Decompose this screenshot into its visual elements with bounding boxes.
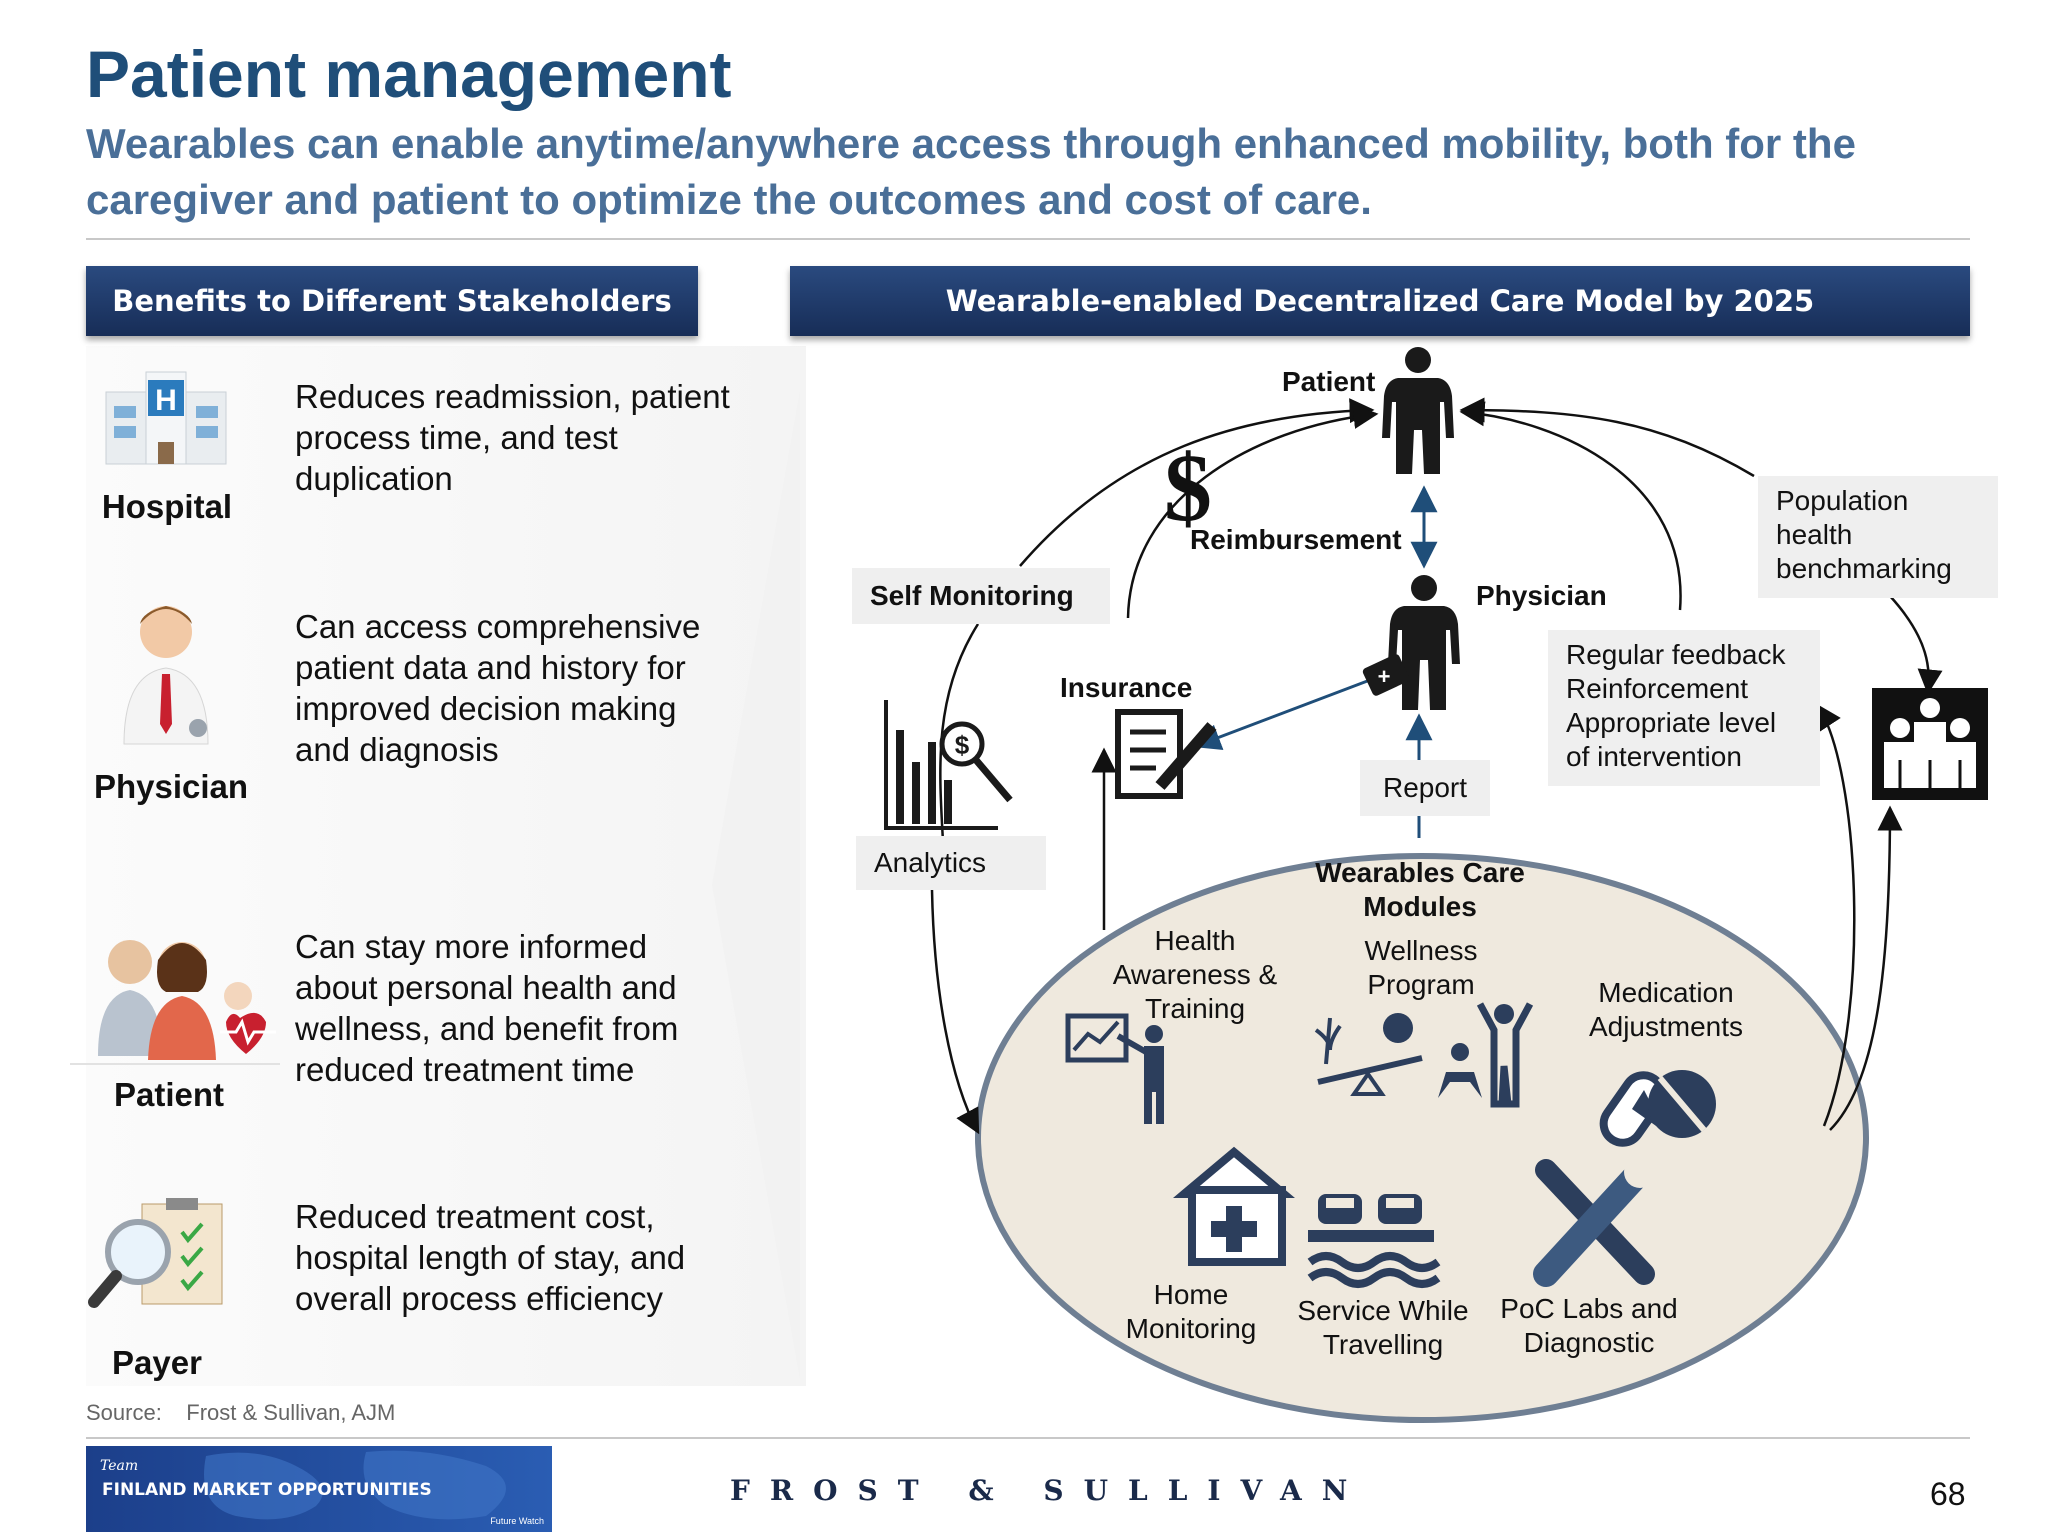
- module-poc-labs: PoC Labs and Diagnostic: [1500, 1293, 1678, 1358]
- physician-figure-icon: +: [1362, 575, 1460, 710]
- patient-figure-icon: [1382, 347, 1454, 474]
- magnifier-checklist-icon: [86, 1196, 226, 1316]
- patient-family-icon: [70, 926, 280, 1066]
- self-monitoring-label: Self Monitoring: [852, 568, 1110, 624]
- wellness-seesaw-icon: [1314, 1002, 1534, 1108]
- banner-subtitle: Future Watch: [490, 1516, 544, 1526]
- module-home-monitoring: Home Monitoring: [1125, 1279, 1257, 1344]
- arrow-insurance-patient: [1126, 404, 1379, 619]
- arrow-feedback-patient: [1459, 401, 1682, 611]
- stakeholder-benefit: Reduced treatment cost, hospital length …: [295, 1198, 686, 1317]
- hospital-icon: H: [96, 362, 236, 482]
- arrow-physician-insurance: [1193, 678, 1371, 751]
- dollar-icon: $: [1164, 434, 1212, 541]
- world-map-graphic: [204, 1450, 506, 1520]
- insurance-document-icon: [1115, 709, 1217, 799]
- arrow-population-group: [1889, 595, 1943, 695]
- insurance-label: Insurance: [1060, 672, 1193, 703]
- feedback-label: Regular feedback Reinforcement Appropria…: [1548, 630, 1820, 786]
- home-monitoring-icon: [1173, 1146, 1295, 1266]
- analytics-label: Analytics: [856, 836, 1046, 890]
- divider: [86, 238, 1970, 240]
- stakeholder-name: Payer: [112, 1344, 202, 1381]
- stakeholder-benefit: Can stay more informed about personal he…: [295, 928, 679, 1088]
- stakeholder-name: Physician: [93, 768, 249, 805]
- stakeholder-name: Patient: [113, 1076, 225, 1113]
- reimbursement-label: Reimbursement: [1190, 524, 1402, 555]
- physician-icon: [106, 594, 246, 754]
- population-benchmarking-label: Population health benchmarking: [1758, 476, 1998, 598]
- banner-title: FINLAND MARKET OPPORTUNITIES: [102, 1480, 432, 1500]
- arrow-population-patient: [1459, 397, 1755, 478]
- analytics-chart-icon: $: [884, 700, 1013, 830]
- svg-text:+: +: [1378, 664, 1391, 689]
- medication-pills-icon: [1599, 1070, 1716, 1147]
- page-title: Patient management: [86, 37, 732, 111]
- frost-sullivan-logo: FROST & SULLIVAN: [730, 1474, 1368, 1507]
- stakeholders-header: Benefits to Different Stakeholders: [86, 266, 698, 336]
- source-note: Source: Frost & Sullivan, AJM: [86, 1400, 396, 1425]
- page-number: 68: [1930, 1476, 1966, 1512]
- divider: [86, 1437, 1970, 1439]
- arrow-modules-population: [1829, 805, 1903, 1131]
- training-presentation-icon: [1065, 1013, 1164, 1124]
- module-wellness: Wellness Program: [1364, 935, 1478, 1000]
- svg-text:$: $: [955, 730, 970, 760]
- module-service-travelling: Service While Travelling: [1297, 1295, 1469, 1360]
- poc-labs-tools-icon: [1533, 1156, 1656, 1287]
- patient-label: Patient: [1282, 366, 1376, 397]
- stakeholder-benefit: Reduces readmission, patient process tim…: [295, 378, 730, 497]
- panel-funnel: [712, 390, 800, 1380]
- population-group-icon: [1872, 688, 1988, 800]
- care-model-header: Wearable-enabled Decentralized Care Mode…: [790, 266, 1970, 336]
- physician-label: Physician: [1476, 580, 1607, 611]
- arrow-analytics-modules: [930, 889, 980, 1135]
- svg-text:H: H: [155, 384, 177, 417]
- arrow-self-monitoring-patient: [1019, 398, 1375, 567]
- arrow-modules-feedback: [1816, 703, 1856, 1127]
- service-travelling-icon: [1307, 1194, 1441, 1288]
- report-label: Report: [1360, 760, 1490, 816]
- module-health-awareness: Health Awareness & Training: [1112, 925, 1278, 1024]
- module-medication: Medication Adjustments: [1588, 977, 1744, 1042]
- page-subtitle: Wearables can enable anytime/anywhere ac…: [86, 120, 1856, 223]
- stakeholder-benefit: Can access comprehensive patient data an…: [295, 608, 701, 768]
- banner-team: Team: [100, 1458, 139, 1474]
- care-modules-title: Wearables Care Modules: [1315, 857, 1525, 922]
- finland-market-banner: Team FINLAND MARKET OPPORTUNITIES Future…: [86, 1446, 552, 1532]
- stakeholder-name: Hospital: [101, 488, 233, 525]
